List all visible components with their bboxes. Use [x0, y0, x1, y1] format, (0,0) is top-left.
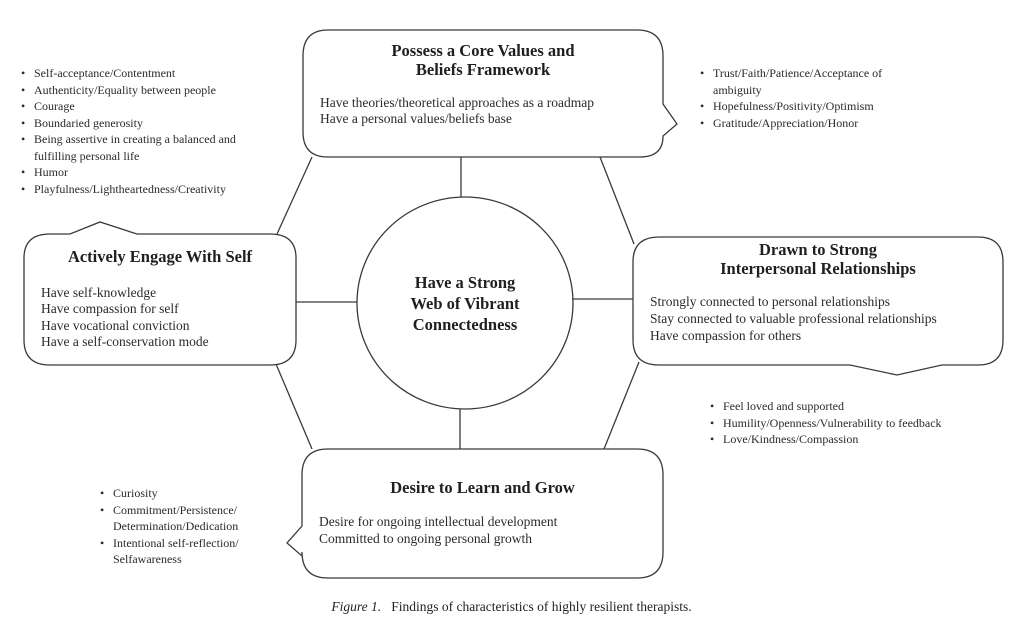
left-box-item: Have vocational conviction [41, 318, 190, 333]
right-box-item: Strongly connected to personal relations… [650, 294, 890, 309]
left-box-bullets: Self-acceptance/Contentment Authenticity… [21, 65, 236, 197]
top-box-title-line: Beliefs Framework [415, 60, 551, 79]
top-box-title-line: Possess a Core Values and [391, 41, 575, 60]
bullet-item: Boundaried generosity [21, 115, 236, 132]
top-box-item: Have theories/theoretical approaches as … [320, 95, 594, 110]
bullet-item: Humor [21, 164, 236, 181]
edge-top-left [276, 156, 313, 235]
bullet-text: Intentional self-reflection/ [113, 535, 239, 550]
bullet-item: Trust/Faith/Patience/Acceptance of ambigu… [700, 65, 882, 98]
right-box-item: Have compassion for others [650, 328, 802, 343]
box-bottom-learn-grow [286, 448, 664, 579]
left-box-item: Have compassion for self [41, 301, 179, 316]
edge-right-bottom [603, 361, 640, 450]
bullet-item: Humility/Openness/Vulnerability to feedb… [710, 415, 942, 432]
bullet-text: Trust/Faith/Patience/Acceptance of [713, 66, 883, 80]
left-box-title: Actively Engage With Self [67, 247, 253, 266]
center-title-line: Web of Vibrant [410, 294, 520, 313]
box-right-relationships [632, 236, 1004, 376]
left-box-item: Have self-knowledge [41, 285, 157, 300]
bullet-item: Love/Kindness/Compassion [710, 431, 942, 448]
top-box-title: Possess a Core Values and Beliefs Framew… [303, 41, 663, 79]
box-left-engage-self [23, 221, 297, 366]
right-box-bullets: Feel loved and supported Humility/Openne… [710, 398, 942, 448]
bullet-text-cont: Determination/Dedication [113, 519, 239, 533]
edge-top-right [599, 156, 635, 245]
bullet-text-cont: ambiguity [713, 82, 762, 97]
box-top-core-values [302, 29, 678, 158]
bullet-item: Self-acceptance/Contentment [21, 65, 236, 82]
right-box-title: Drawn to Strong Interpersonal Relationsh… [633, 240, 1003, 278]
bottom-box-item: Committed to ongoing personal growth [319, 531, 532, 546]
right-box-item: Stay connected to valuable professional … [650, 311, 937, 326]
top-box-bullets: Trust/Faith/Patience/Acceptance of ambigu… [700, 65, 882, 131]
bullet-text-cont: Selfawareness [113, 552, 182, 566]
bottom-box-bullets: Curiosity Commitment/Persistence/Determi… [100, 485, 239, 568]
figure-caption-text: Findings of characteristics of highly re… [391, 599, 692, 614]
figure-caption: Figure 1. Findings of characteristics of… [0, 599, 1023, 615]
bullet-item: Gratitude/Appreciation/Honor [700, 115, 882, 132]
figure-label: Figure 1. [331, 599, 382, 614]
right-box-title-line: Interpersonal Relationships [720, 259, 916, 278]
center-circle [356, 196, 574, 410]
edge-left-bottom [275, 363, 313, 450]
bullet-text: Commitment/Persistence/ [113, 502, 237, 517]
bullet-item: Playfulness/Lightheartedness/Creativity [21, 181, 236, 198]
bullet-item: Commitment/Persistence/Determination/Ded… [100, 502, 239, 535]
bullet-item: Curiosity [100, 485, 239, 502]
bullet-item: Being assertive in creating a balanced a… [21, 131, 236, 164]
bullet-item: Courage [21, 98, 236, 115]
bottom-box-title: Desire to Learn and Grow [390, 478, 575, 497]
left-box-item: Have a self-conservation mode [41, 334, 209, 349]
center-title: Have a Strong Web of Vibrant Connectedne… [365, 272, 565, 335]
top-box-item: Have a personal values/beliefs base [320, 111, 512, 126]
right-box-title-line: Drawn to Strong [759, 240, 877, 259]
bullet-item: Intentional self-reflection/Selfawarenes… [100, 535, 239, 568]
bullet-text-cont: fulfilling personal life [34, 148, 140, 163]
bullet-item: Hopefulness/Positivity/Optimism [700, 98, 882, 115]
center-title-line: Connectedness [412, 315, 518, 334]
bottom-box-item: Desire for ongoing intellectual developm… [319, 514, 558, 529]
bullet-text: Being assertive in creating a balanced a… [34, 132, 236, 146]
bullet-item: Feel loved and supported [710, 398, 942, 415]
bullet-item: Authenticity/Equality between people [21, 82, 236, 99]
center-title-line: Have a Strong [414, 273, 516, 292]
